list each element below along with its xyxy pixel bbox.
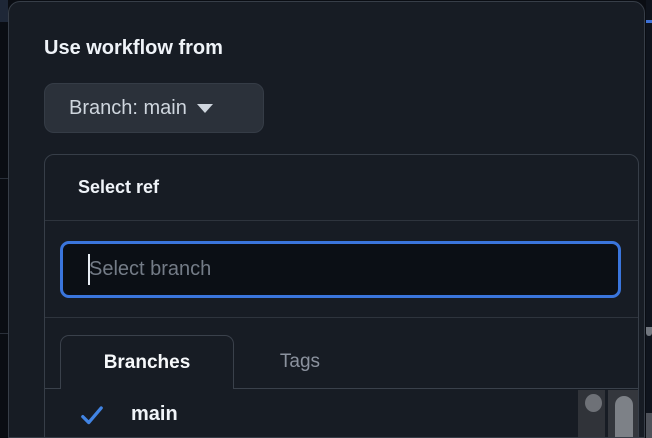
ref-type-tabs: Branches Tags (45, 318, 638, 389)
tab-branches[interactable]: Branches (60, 335, 234, 389)
branch-list: main (45, 389, 638, 437)
branch-item-label: main (131, 403, 178, 425)
run-workflow-popover: Use workflow from Branch: main Select re… (8, 1, 645, 438)
check-icon (81, 405, 103, 424)
list-scrollbar-track[interactable] (578, 390, 605, 437)
popover-title: Use workflow from (44, 37, 223, 59)
text-cursor (88, 254, 90, 285)
page-background-fragment (0, 0, 8, 22)
branch-selector-button[interactable]: Branch: main (44, 83, 264, 133)
menu-scrollbar-thumb[interactable] (615, 396, 633, 437)
select-ref-header: Select ref (45, 155, 638, 221)
branch-filter-input[interactable] (60, 241, 621, 298)
list-scrollbar-thumb[interactable] (585, 394, 602, 412)
branch-selector-label: Branch: main (69, 97, 187, 119)
caret-down-icon (196, 103, 213, 113)
menu-scrollbar-track[interactable] (608, 390, 638, 437)
page-divider-fragment (0, 178, 8, 179)
page-divider-fragment (0, 333, 8, 334)
scrollbar-separator (605, 390, 608, 437)
tab-branches-label: Branches (103, 351, 191, 373)
tab-tags-label: Tags (279, 350, 321, 372)
tab-tags[interactable]: Tags (240, 335, 360, 388)
page-blue-border-fragment (646, 20, 652, 23)
ref-filter-section (45, 221, 638, 318)
select-ref-menu: Select ref Branches Tags ma (44, 154, 639, 437)
page-scrollbar-thumb-fragment[interactable] (646, 327, 652, 336)
branch-list-item-main[interactable]: main (45, 389, 638, 437)
page-right-edge (646, 0, 652, 438)
select-ref-title: Select ref (78, 177, 160, 197)
page-scrollbar-thumb-fragment[interactable] (646, 413, 652, 438)
